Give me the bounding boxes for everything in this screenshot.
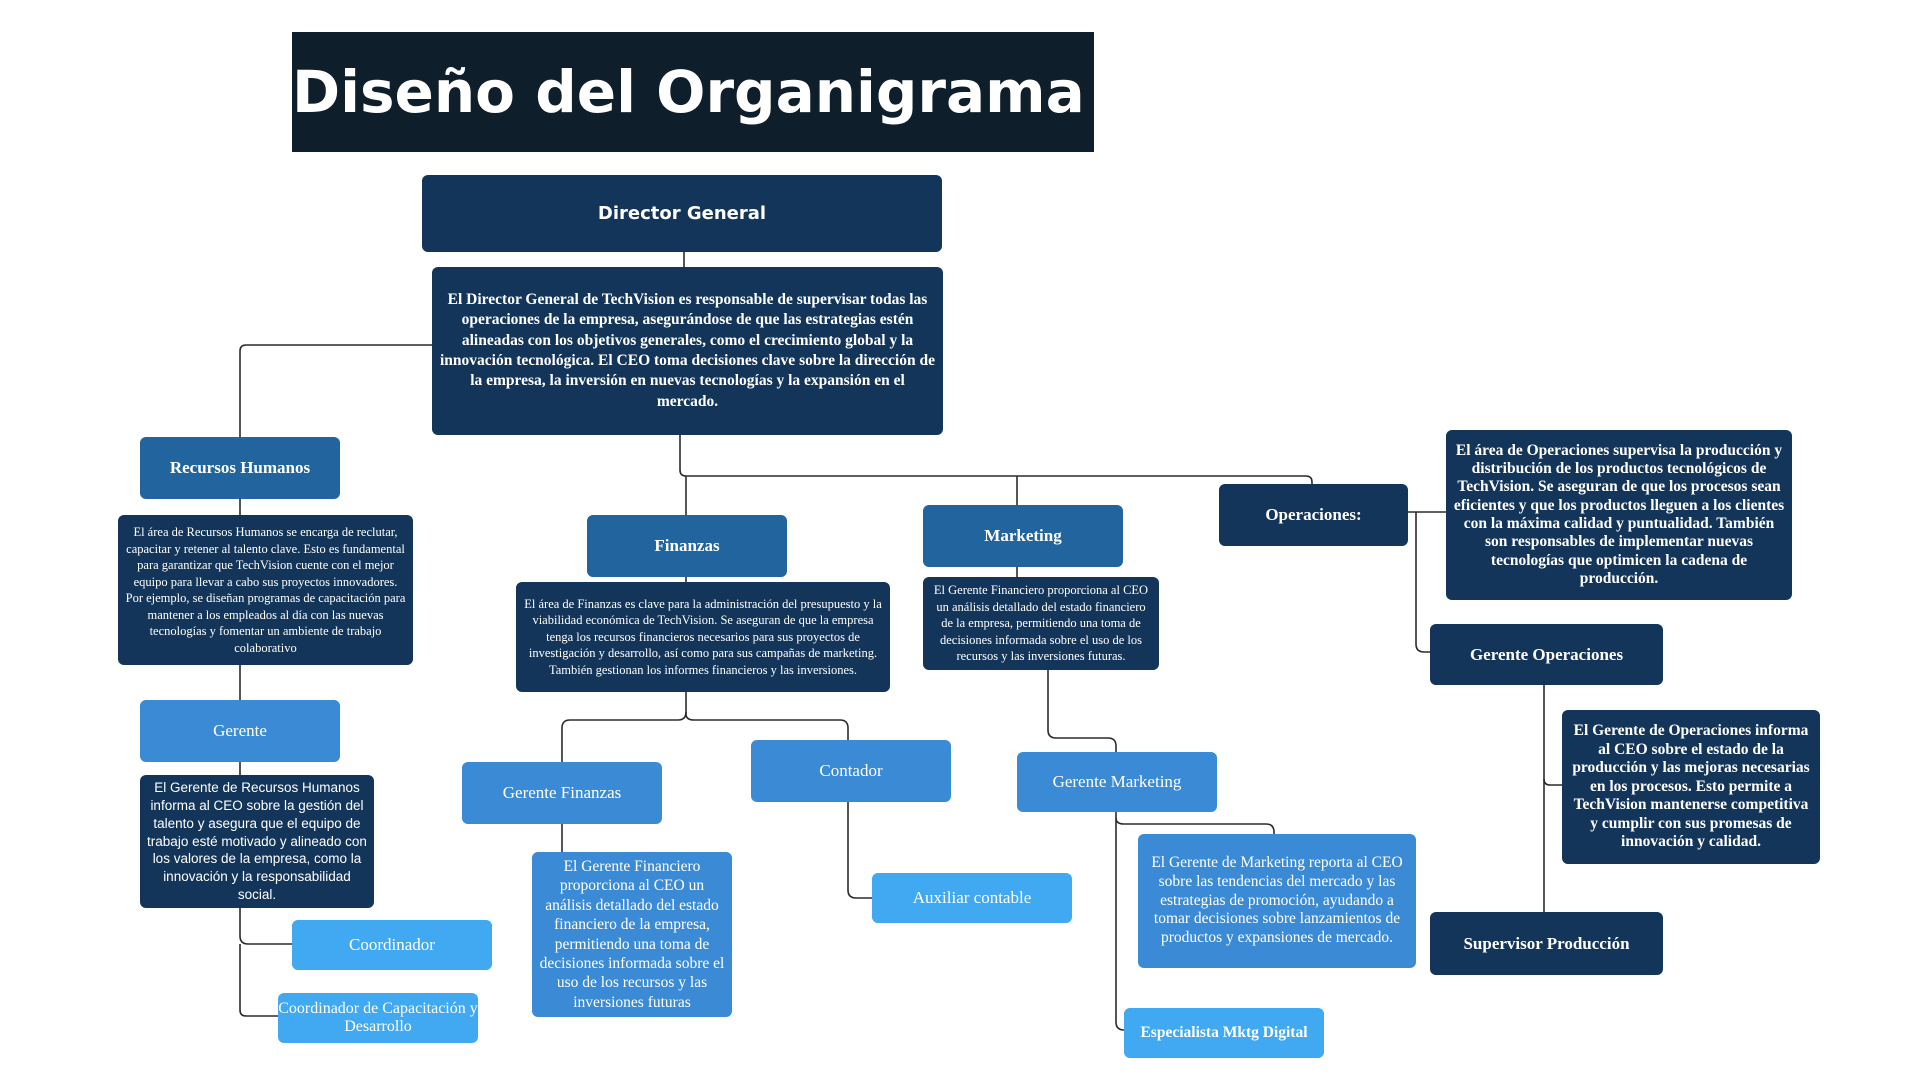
desc-recursos-humanos-text: El área de Recursos Humanos se encarga d… [125,525,406,655]
node-gerente-marketing-label: Gerente Marketing [1052,772,1182,791]
connector-op-gerente [1415,512,1430,653]
node-marketing-label: Marketing [984,526,1062,545]
node-especialista-mktg-digital[interactable]: Especialista Mktg Digital [1124,1008,1324,1058]
connector-coordinador [239,908,292,945]
node-coordinador-capacitacion[interactable]: Coordinador de Capacitación y Desarrollo [278,993,478,1043]
desc-gerente-operaciones: El Gerente de Operaciones informa al CEO… [1562,710,1820,864]
node-coordinador-capacitacion-label: Coordinador de Capacitación y Desarrollo [278,1000,478,1035]
desc-finanzas-text: El área de Finanzas es clave para la adm… [524,596,882,677]
node-coordinador[interactable]: Coordinador [292,920,492,970]
connector-coord-cap [239,944,278,1017]
node-supervisor-produccion-label: Supervisor Producción [1463,933,1630,953]
node-operaciones-label: Operaciones: [1265,505,1362,524]
desc-gerente-text: El Gerente de Recursos Humanos informa a… [147,780,367,903]
node-auxiliar-contable-label: Auxiliar contable [912,888,1032,907]
node-director-general[interactable]: Director General [422,175,942,252]
connector-gm [1047,670,1117,752]
desc-operaciones-text: El área de Operaciones supervisa la prod… [1453,441,1785,587]
desc-gerente: El Gerente de Recursos Humanos informa a… [140,775,374,908]
node-finanzas[interactable]: Finanzas [587,515,787,577]
node-auxiliar-contable[interactable]: Auxiliar contable [872,873,1072,923]
title-banner: Diseño del Organigrama [292,32,1094,152]
node-gerente-finanzas-label: Gerente Finanzas [502,783,622,802]
node-gerente-marketing[interactable]: Gerente Marketing [1017,752,1217,812]
desc-director-general-text: El Director General de TechVision es res… [440,290,935,410]
desc-gerente-operaciones-text: El Gerente de Operaciones informa al CEO… [1572,721,1810,851]
node-finanzas-label: Finanzas [654,536,720,555]
node-gerente-operaciones-label: Gerente Operaciones [1469,644,1624,664]
desc-gerente-finanzas: El Gerente Financiero proporciona al CEO… [532,852,732,1017]
node-recursos-humanos-label: Recursos Humanos [169,458,311,477]
node-director-general-label: Director General [597,203,767,224]
node-supervisor-produccion[interactable]: Supervisor Producción [1430,912,1663,975]
node-especialista-mktg-digital-label: Especialista Mktg Digital [1140,1024,1308,1041]
desc-marketing: El Gerente Financiero proporciona al CEO… [923,577,1159,670]
page-title: Diseño del Organigrama [292,58,1085,126]
node-marketing[interactable]: Marketing [923,505,1123,567]
node-gerente[interactable]: Gerente [140,700,340,762]
desc-marketing-text: El Gerente Financiero proporciona al CEO… [933,583,1149,664]
node-contador-label: Contador [819,761,883,780]
connector-auxiliar [847,800,872,899]
node-gerente-operaciones[interactable]: Gerente Operaciones [1430,624,1663,685]
desc-gerente-marketing-text: El Gerente de Marketing reporta al CEO s… [1151,853,1403,947]
connector-go-desc [1543,685,1562,786]
connector-rrhh [239,344,433,437]
connector-trunk [679,435,1313,484]
node-recursos-humanos[interactable]: Recursos Humanos [140,437,340,499]
desc-operaciones: El área de Operaciones supervisa la prod… [1446,430,1792,600]
node-operaciones[interactable]: Operaciones: [1219,484,1408,546]
connector-contador [685,712,849,740]
node-coordinador-label: Coordinador [349,935,435,954]
node-gerente-finanzas[interactable]: Gerente Finanzas [462,762,662,824]
connector-gm-desc [1115,812,1275,834]
desc-director-general: El Director General de TechVision es res… [432,267,943,435]
node-gerente-label: Gerente [213,721,267,740]
node-contador[interactable]: Contador [751,740,951,802]
connector-finanzas-split [561,692,687,762]
desc-gerente-finanzas-text: El Gerente Financiero proporciona al CEO… [539,858,725,1011]
desc-finanzas: El área de Finanzas es clave para la adm… [516,582,890,692]
desc-gerente-marketing: El Gerente de Marketing reporta al CEO s… [1138,834,1416,968]
desc-recursos-humanos: El área de Recursos Humanos se encarga d… [118,515,413,665]
connector-especialista [1115,818,1125,1031]
